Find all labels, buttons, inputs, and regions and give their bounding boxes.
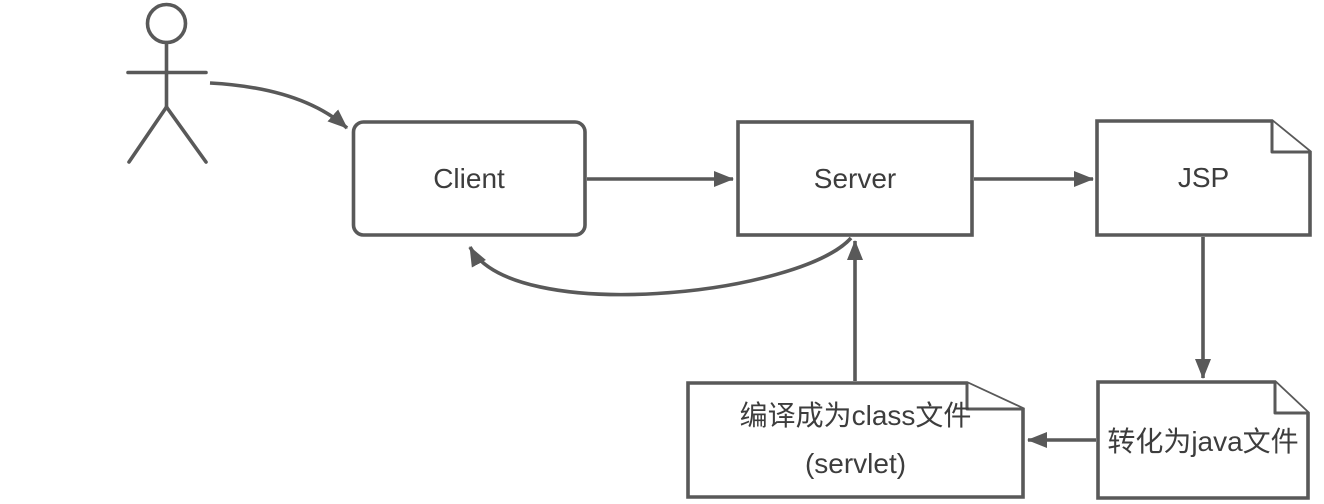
class-file-note-outline [686, 381, 1025, 499]
jsp-note-outline [1095, 119, 1312, 237]
jsp-node [1095, 119, 1312, 237]
java-file-note-outline [1096, 380, 1310, 500]
actor-head [145, 2, 188, 45]
client-node [351, 120, 587, 237]
edge-actor-to-client [209, 81, 349, 130]
java-file-note-fold [1273, 382, 1308, 415]
jsp-note-fold [1270, 121, 1310, 154]
class-file-node [686, 381, 1025, 499]
java-file-node [1096, 380, 1310, 500]
server-node [736, 120, 974, 237]
actor-leg-right [164, 105, 208, 164]
actor-leg-left [127, 105, 169, 164]
user-actor-icon [126, 2, 208, 164]
edge-server-to-client-return [468, 236, 853, 297]
class-file-note-fold [965, 383, 1023, 411]
